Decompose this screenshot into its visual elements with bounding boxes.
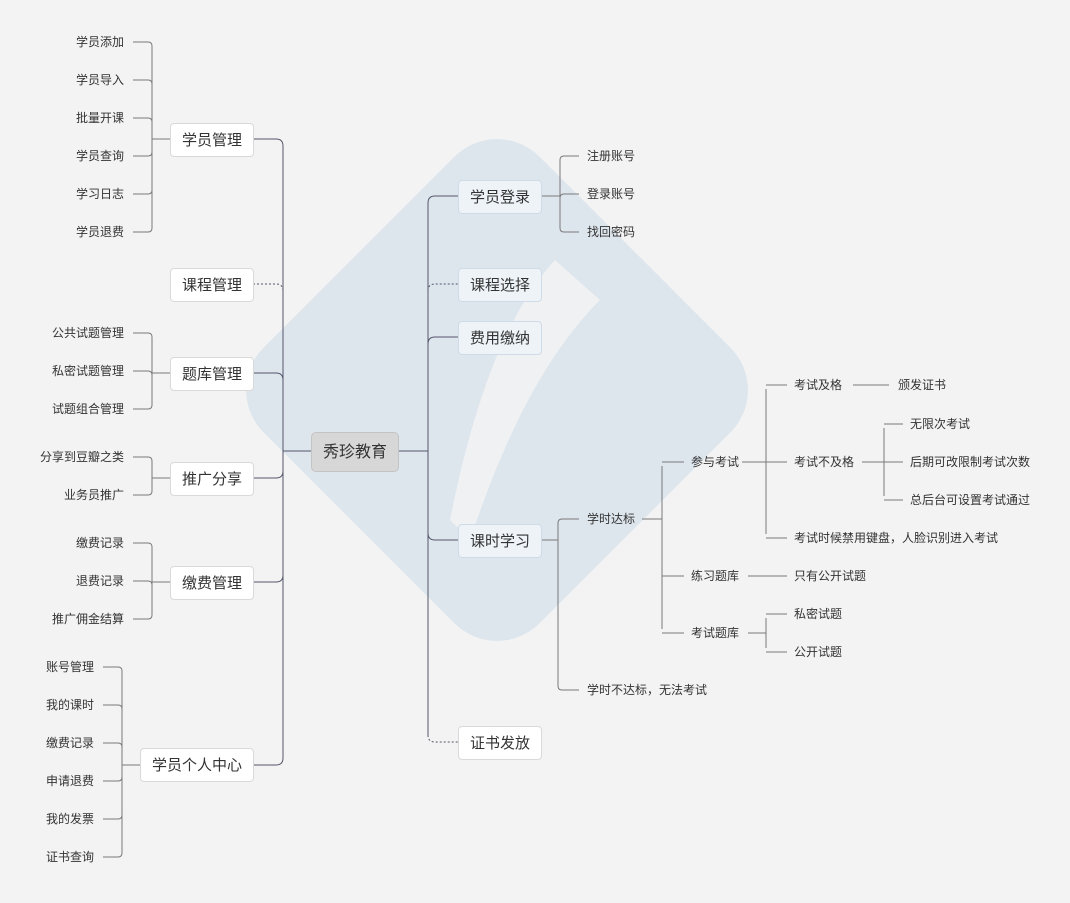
promotion-leaf [133, 490, 153, 496]
leaf-center-payment-record[interactable]: 缴费记录 [46, 736, 95, 750]
leaf-register-account[interactable]: 注册账号 [587, 149, 636, 163]
leaf-practice-bank[interactable]: 练习题库 [691, 569, 740, 583]
student-center-leaf [103, 814, 123, 820]
leaf-refund-record[interactable]: 退费记录 [76, 574, 125, 588]
topic-promotion-share[interactable]: 推广分享 [170, 462, 255, 496]
leaf-issue-certificate[interactable]: 颁发证书 [898, 378, 947, 392]
leaf-certificate-query[interactable]: 证书查询 [46, 850, 95, 864]
payment-leaf [133, 614, 153, 620]
student-center-leaf [103, 742, 123, 748]
topic-student-management[interactable]: 学员管理 [170, 123, 255, 157]
right-topic-link [427, 734, 458, 743]
left-topic-link [253, 283, 284, 292]
left-topic-link [253, 757, 284, 766]
leaf-my-lessons[interactable]: 我的课时 [46, 698, 95, 712]
lesson-study-leaf [557, 685, 579, 691]
payment-leaf [133, 580, 153, 586]
leaf-account-management[interactable]: 账号管理 [46, 660, 95, 674]
leaf-exam-fail[interactable]: 考试不及格 [794, 455, 855, 469]
leaf-limit-exam-count[interactable]: 后期可改限制考试次数 [910, 455, 1031, 469]
leaf-apply-refund[interactable]: 申请退费 [46, 774, 95, 788]
student-center-leaf [103, 704, 123, 710]
leaf-private-questions[interactable]: 私密试题 [794, 607, 843, 621]
leaf-commission-settlement[interactable]: 推广佣金结算 [52, 612, 125, 626]
leaf-hours-met[interactable]: 学时达标 [587, 512, 636, 526]
student-mgmt-leaf [133, 227, 153, 233]
right-topic-link [427, 283, 458, 292]
student-mgmt-leaf [133, 79, 153, 85]
right-topic-link [427, 195, 458, 204]
student-mgmt-leaf [133, 117, 153, 123]
lesson-study-leaf [557, 518, 579, 524]
leaf-question-combo-mgmt[interactable]: 试题组合管理 [52, 402, 125, 416]
student-center-leaf [103, 666, 123, 672]
topic-student-center[interactable]: 学员个人中心 [140, 748, 255, 782]
leaf-share-douban[interactable]: 分享到豆瓣之类 [40, 450, 125, 464]
topic-question-bank-management[interactable]: 题库管理 [170, 357, 255, 391]
leaf-student-query[interactable]: 学员查询 [76, 149, 125, 163]
left-topic-link [253, 372, 284, 381]
student-center-leaf [103, 852, 123, 858]
right-topic-link [427, 336, 458, 345]
root-node[interactable]: 秀珍教育 [311, 432, 400, 472]
topic-certificate-issue[interactable]: 证书发放 [458, 726, 543, 760]
topic-course-selection[interactable]: 课程选择 [458, 268, 543, 302]
topic-course-management[interactable]: 课程管理 [170, 268, 255, 302]
promotion-leaf [133, 456, 153, 462]
leaf-unlimited-exams[interactable]: 无限次考试 [910, 417, 971, 431]
leaf-my-invoice[interactable]: 我的发票 [46, 812, 95, 826]
student-login-leaf [559, 193, 579, 199]
student-mgmt-leaf [133, 189, 153, 195]
leaf-student-import[interactable]: 学员导入 [76, 73, 125, 87]
student-center-leaf [103, 776, 123, 782]
student-login-leaf [559, 227, 579, 233]
topic-fee-payment[interactable]: 费用缴纳 [458, 321, 543, 355]
leaf-payment-record[interactable]: 缴费记录 [76, 536, 125, 550]
topic-payment-management[interactable]: 缴费管理 [170, 566, 255, 600]
student-mgmt-leaf [133, 41, 153, 47]
leaf-student-refund[interactable]: 学员退费 [76, 225, 125, 239]
left-topic-link [253, 138, 284, 147]
leaf-exam-bank[interactable]: 考试题库 [691, 626, 740, 640]
leaf-hours-not-met[interactable]: 学时不达标，无法考试 [587, 683, 708, 697]
leaf-take-exam[interactable]: 参与考试 [691, 455, 740, 469]
leaf-login-account[interactable]: 登录账号 [587, 187, 636, 201]
left-topic-link [253, 574, 284, 583]
question-bank-leaf [133, 332, 153, 338]
leaf-only-public-questions[interactable]: 只有公开试题 [794, 569, 867, 583]
leaf-salesman-promotion[interactable]: 业务员推广 [64, 488, 125, 502]
question-bank-leaf [133, 404, 153, 410]
student-mgmt-leaf [133, 151, 153, 157]
topic-student-login[interactable]: 学员登录 [458, 180, 543, 214]
right-topic-link [427, 532, 458, 541]
leaf-recover-password[interactable]: 找回密码 [587, 225, 636, 239]
left-topic-link [253, 470, 284, 479]
leaf-private-question-mgmt[interactable]: 私密试题管理 [52, 364, 125, 378]
leaf-exam-pass[interactable]: 考试及格 [794, 378, 843, 392]
leaf-public-questions[interactable]: 公开试题 [794, 645, 843, 659]
question-bank-leaf [133, 370, 153, 376]
leaf-study-log[interactable]: 学习日志 [76, 187, 125, 201]
topic-lesson-study[interactable]: 课时学习 [458, 524, 543, 558]
student-login-leaf [559, 155, 579, 161]
leaf-student-add[interactable]: 学员添加 [76, 35, 125, 49]
leaf-batch-enroll[interactable]: 批量开课 [76, 111, 125, 125]
payment-leaf [133, 542, 153, 548]
leaf-exam-keyboard-face[interactable]: 考试时候禁用键盘，人脸识别进入考试 [794, 531, 999, 545]
leaf-public-question-mgmt[interactable]: 公共试题管理 [52, 326, 125, 340]
leaf-admin-set-pass[interactable]: 总后台可设置考试通过 [910, 493, 1031, 507]
